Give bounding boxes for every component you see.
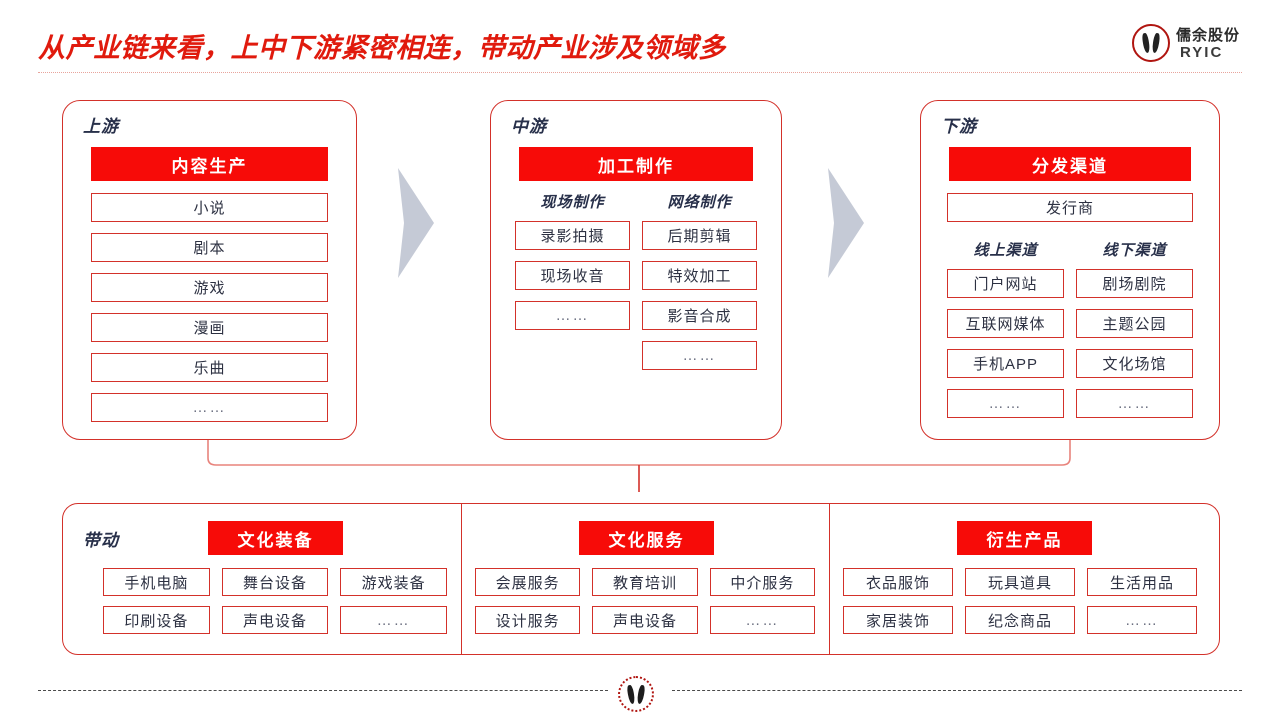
- subhead-label: 网络制作: [667, 194, 732, 211]
- list-item[interactable]: 录影拍摄: [515, 221, 630, 250]
- list-item[interactable]: 发行商: [947, 193, 1193, 222]
- drive-panel[interactable]: 带动 文化装备 手机电脑 舞台设备 游戏装备 印刷设备 声电设备 …… 文化服务…: [62, 503, 1220, 655]
- list-item[interactable]: 文化场馆: [1076, 349, 1193, 378]
- column-onsite: 录影拍摄 现场收音 ……: [515, 221, 630, 370]
- group-cultural-services: 文化服务 会展服务 教育培训 中介服务 设计服务 声电设备 ……: [461, 504, 829, 656]
- list-item-ellipsis[interactable]: ……: [642, 341, 757, 370]
- list-item[interactable]: 剧场剧院: [1076, 269, 1193, 298]
- list-item[interactable]: 游戏: [91, 273, 328, 302]
- list-item[interactable]: 设计服务: [475, 606, 581, 634]
- list-item[interactable]: 乐曲: [91, 353, 328, 382]
- list-item-ellipsis[interactable]: ……: [515, 301, 630, 330]
- group-banner: 文化装备: [208, 521, 343, 555]
- list-item[interactable]: 生活用品: [1087, 568, 1197, 596]
- subhead-label: 现场制作: [540, 194, 605, 211]
- list-item[interactable]: 舞台设备: [221, 568, 329, 596]
- brand-logo: 儒余股份 RYIC: [1132, 20, 1252, 68]
- footer-divider-left: [38, 690, 608, 691]
- group-banner: 文化服务: [579, 521, 714, 555]
- list-item[interactable]: 手机电脑: [103, 568, 210, 596]
- list-item[interactable]: 会展服务: [475, 568, 581, 596]
- footer-emblem-icon: [618, 676, 654, 712]
- list-item[interactable]: 中介服务: [709, 568, 815, 596]
- connector-bracket: [0, 432, 1280, 507]
- group-row: 衣品服饰 玩具道具 生活用品: [843, 568, 1197, 596]
- list-item[interactable]: 声电设备: [592, 606, 698, 634]
- upstream-item-list: 小说 剧本 游戏 漫画 乐曲 ……: [91, 193, 328, 422]
- subhead-label: 线下渠道: [1102, 242, 1167, 259]
- drive-panel-label: 带动: [83, 531, 119, 550]
- list-item[interactable]: 家居装饰: [843, 606, 953, 634]
- panel-divider: [829, 504, 830, 654]
- stage-banner: 内容生产: [91, 147, 328, 181]
- list-item[interactable]: 玩具道具: [965, 568, 1075, 596]
- list-item[interactable]: 现场收音: [515, 261, 630, 290]
- distributor-cell: 发行商: [947, 193, 1193, 222]
- ryic-emblem-icon: [1132, 24, 1170, 62]
- list-item-ellipsis[interactable]: ……: [1076, 389, 1193, 418]
- list-item[interactable]: 教育培训: [592, 568, 698, 596]
- list-item[interactable]: 后期剪辑: [642, 221, 757, 250]
- panel-divider: [461, 504, 462, 654]
- list-item-ellipsis[interactable]: ……: [709, 606, 815, 634]
- midstream-subheads: 现场制作 网络制作: [515, 191, 757, 212]
- brand-name-cn: 儒余股份: [1176, 26, 1241, 44]
- group-cultural-equipment: 文化装备 手机电脑 舞台设备 游戏装备 印刷设备 声电设备 ……: [63, 504, 461, 656]
- list-item[interactable]: 剧本: [91, 233, 328, 262]
- group-row: 家居装饰 纪念商品 ……: [843, 606, 1197, 634]
- list-item-ellipsis[interactable]: ……: [340, 606, 448, 634]
- list-item[interactable]: 主题公园: [1076, 309, 1193, 338]
- list-item[interactable]: 声电设备: [221, 606, 329, 634]
- list-item[interactable]: 衣品服饰: [843, 568, 953, 596]
- brand-name-en: RYIC: [1180, 44, 1224, 61]
- stage-banner: 加工制作: [519, 147, 753, 181]
- page-footer: [0, 676, 1280, 720]
- list-item[interactable]: 印刷设备: [103, 606, 210, 634]
- flow-arrow-icon: [398, 168, 458, 278]
- list-item[interactable]: 游戏装备: [340, 568, 448, 596]
- page-title: 从产业链来看，上中下游紧密相连，带动产业涉及领域多: [38, 33, 726, 63]
- stage-card-downstream[interactable]: 下游 分发渠道 发行商 线上渠道 线下渠道 门户网站 互联网媒体 手机APP ……: [920, 100, 1220, 440]
- title-divider: [38, 72, 1242, 73]
- group-banner: 衍生产品: [957, 521, 1092, 555]
- group-row: 会展服务 教育培训 中介服务: [475, 568, 815, 596]
- list-item-ellipsis[interactable]: ……: [947, 389, 1064, 418]
- midstream-columns: 录影拍摄 现场收音 …… 后期剪辑 特效加工 影音合成 ……: [515, 221, 757, 370]
- list-item[interactable]: 纪念商品: [965, 606, 1075, 634]
- subhead-label: 线上渠道: [973, 242, 1038, 259]
- stage-banner: 分发渠道: [949, 147, 1191, 181]
- page-header: 从产业链来看，上中下游紧密相连，带动产业涉及领域多 儒余股份 RYIC: [0, 0, 1280, 80]
- column-network: 后期剪辑 特效加工 影音合成 ……: [642, 221, 757, 370]
- stage-card-midstream[interactable]: 中游 加工制作 现场制作 网络制作 录影拍摄 现场收音 …… 后期剪辑 特效加工…: [490, 100, 782, 440]
- column-offline: 剧场剧院 主题公园 文化场馆 ……: [1076, 269, 1193, 418]
- group-grid: 衣品服饰 玩具道具 生活用品 家居装饰 纪念商品 ……: [843, 568, 1197, 634]
- list-item[interactable]: 特效加工: [642, 261, 757, 290]
- downstream-subheads: 线上渠道 线下渠道: [947, 239, 1193, 260]
- group-row: 设计服务 声电设备 ……: [475, 606, 815, 634]
- group-row: 印刷设备 声电设备 ……: [103, 606, 448, 634]
- list-item[interactable]: 影音合成: [642, 301, 757, 330]
- flow-arrow-icon: [828, 168, 888, 278]
- stage-card-upstream[interactable]: 上游 内容生产 小说 剧本 游戏 漫画 乐曲 ……: [62, 100, 357, 440]
- list-item-ellipsis[interactable]: ……: [91, 393, 328, 422]
- list-item-ellipsis[interactable]: ……: [1087, 606, 1197, 634]
- stage-label: 下游: [941, 117, 977, 136]
- list-item[interactable]: 漫画: [91, 313, 328, 342]
- list-item[interactable]: 门户网站: [947, 269, 1064, 298]
- group-grid: 手机电脑 舞台设备 游戏装备 印刷设备 声电设备 ……: [103, 568, 448, 634]
- group-grid: 会展服务 教育培训 中介服务 设计服务 声电设备 ……: [475, 568, 815, 634]
- group-derivative-products: 衍生产品 衣品服饰 玩具道具 生活用品 家居装饰 纪念商品 ……: [829, 504, 1219, 656]
- group-row: 手机电脑 舞台设备 游戏装备: [103, 568, 448, 596]
- stage-label: 中游: [511, 117, 547, 136]
- list-item[interactable]: 互联网媒体: [947, 309, 1064, 338]
- list-item[interactable]: 小说: [91, 193, 328, 222]
- stage-label: 上游: [83, 117, 119, 136]
- list-item[interactable]: 手机APP: [947, 349, 1064, 378]
- downstream-columns: 门户网站 互联网媒体 手机APP …… 剧场剧院 主题公园 文化场馆 ……: [947, 269, 1193, 418]
- footer-divider-right: [672, 690, 1242, 691]
- column-online: 门户网站 互联网媒体 手机APP ……: [947, 269, 1064, 418]
